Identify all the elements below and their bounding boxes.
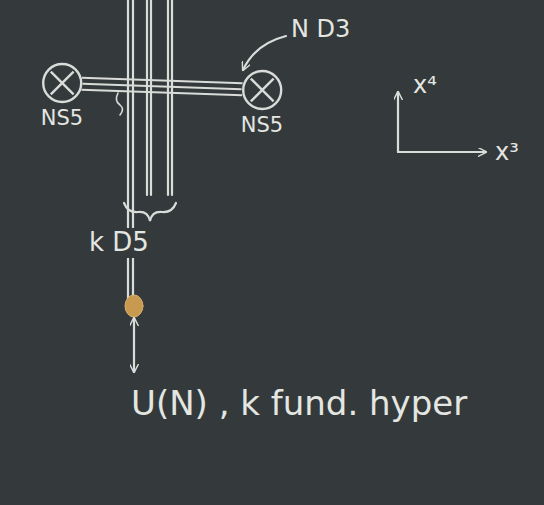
board-label: x³ [492,139,522,167]
board-label: k D5 [86,228,152,258]
cross-mark [51,72,74,95]
d5-brane [146,0,148,195]
axis [398,151,486,153]
d3-brane [81,90,242,96]
board-label: N D3 [288,16,353,44]
leader-line [116,93,122,115]
board-label: x⁴ [410,72,440,100]
cross-mark [251,79,274,102]
brane-circle [43,64,81,102]
board-label: U(N) , k fund. hyper [128,384,470,423]
ns5-brane: NS5 [37,61,87,132]
ns5-brane: NS5 [237,68,287,139]
d3-brane [82,78,243,84]
brane-label: NS5 [237,114,287,137]
chalk-mark [125,295,143,317]
d3-brane [82,84,241,90]
brace [124,203,176,221]
reduction-arrow [133,318,135,372]
axis [397,92,399,152]
d5-brane [150,0,152,195]
leader-arrow [243,36,286,70]
d5-brane [167,0,169,195]
brane-circle [243,71,281,109]
d5-brane [171,0,173,195]
brane-label: NS5 [37,107,87,130]
